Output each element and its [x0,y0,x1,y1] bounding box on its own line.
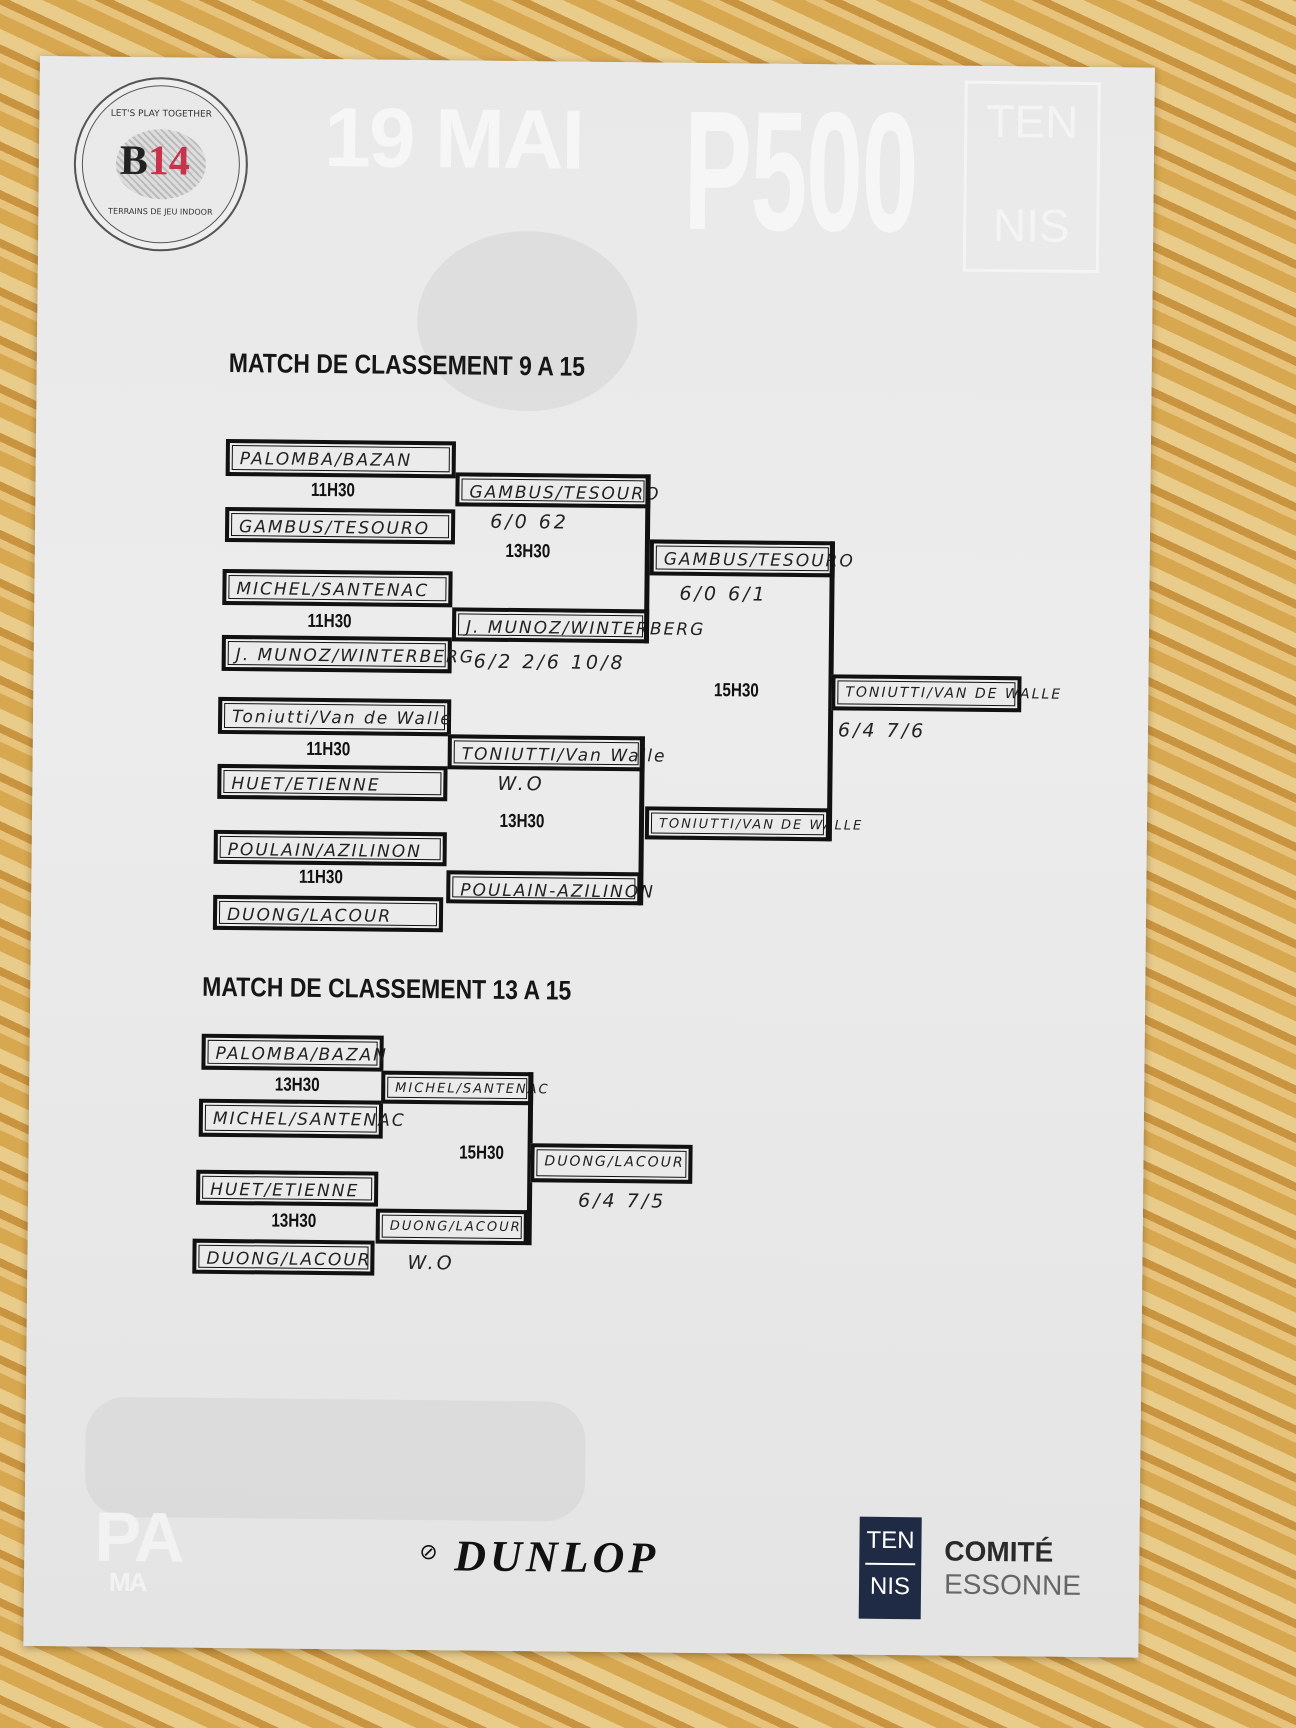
essonne-label: ESSONNE [943,1568,1082,1601]
bracket-sheet: LET'S PLAY TOGETHER B14 TERRAINS DE JEU … [23,56,1155,1658]
final-score: 6/4 7/6 [837,719,927,743]
logo-bottom-text: TERRAINS DE JEU INDOOR [108,206,213,217]
team-slot: Toniutti/Van de Walle [217,696,453,737]
match-score: 6/2 2/6 10/8 [473,650,626,675]
match-time: 13H30 [499,810,545,833]
match-score: W.O [407,1251,455,1275]
winner-slot: TONIUTTI/Van Walle [447,734,667,772]
logo-b: B [119,137,149,185]
match-time: 13H30 [271,1210,317,1232]
dunlop-flying-d-icon: ⊘ [419,1540,438,1566]
team-slot: MICHEL/SANTENAC [198,1098,406,1139]
match-time: 13H30 [505,540,551,563]
team-slot: HUET/ETIENNE [195,1169,379,1207]
team-slot: J. MUNOZ/WINTERBERG [221,634,475,674]
final-winner-slot: TONIUTTI/VAN DE WALLE [831,674,1062,713]
winner-slot: DUONG/LACOUR [375,1208,528,1246]
bracket2-title: MATCH DE CLASSEMENT 13 A 15 [202,971,572,1006]
team-slot: DUONG/LACOUR [192,1238,375,1276]
tennis-logo-header: TEN NIS [962,80,1101,274]
team-slot: HUET/ETIENNE [217,763,448,802]
winner-slot: GAMBUS/TESOURO [649,539,855,578]
tennis-logo-footer: TEN NIS [858,1516,922,1620]
team-slot: DUONG/LACOUR [212,894,444,933]
bracket1-title: MATCH DE CLASSEMENT 9 A 15 [228,347,586,382]
winner-slot: MICHEL/SANTENAC [381,1070,550,1106]
final-score: 6/4 7/5 [577,1189,667,1213]
match-time: 15H30 [713,680,759,702]
final-winner-slot: DUONG/LACOUR [530,1143,693,1184]
player-photo-background [416,229,639,413]
match-time: 11H30 [307,610,352,633]
bracket-connector [638,736,645,906]
padel-logo-sub: MA [108,1566,146,1598]
tennis-logo-bottom: NIS [992,198,1070,252]
team-slot: PALOMBA/BAZAN [225,438,456,479]
winner-slot: TONIUTTI/VAN DE WALLE [644,806,863,842]
dunlop-logo: DUNLOP [454,1531,660,1583]
winner-slot: J. MUNOZ/WINTERBERG [451,607,705,644]
logo-14: 14 [147,138,191,185]
winner-slot: POULAIN-AZILINON [446,870,655,906]
tennis-logo-top: TEN [986,94,1079,148]
padel-logo: PA [94,1497,183,1577]
match-score: 6/0 62 [490,510,570,534]
match-score: 6/0 6/1 [679,582,768,606]
team-slot: GAMBUS/TESOURO [224,506,456,545]
logo-top-text: LET'S PLAY TOGETHER [110,108,213,120]
match-score: W.O [497,772,545,796]
team-slot: POULAIN/AZILINON [213,829,447,867]
team-slot: MICHEL/SANTENAC [222,568,453,608]
match-time: 15H30 [459,1142,505,1164]
match-time: 11H30 [306,738,351,761]
match-time: 13H30 [274,1074,320,1096]
comite-label: COMITÉ [944,1535,1054,1568]
b14-logo: LET'S PLAY TOGETHER B14 TERRAINS DE JEU … [72,76,249,253]
event-date: 19 MAI [323,89,584,187]
match-time: 11H30 [298,866,343,889]
tennis-logo-bottom: NIS [869,1572,911,1601]
tennis-logo-top: TEN [866,1526,915,1555]
winner-slot: GAMBUS/TESOURO [455,472,661,509]
team-slot: PALOMBA/BAZAN [201,1033,388,1072]
match-time: 11H30 [310,479,356,502]
event-category: P500 [682,75,919,269]
